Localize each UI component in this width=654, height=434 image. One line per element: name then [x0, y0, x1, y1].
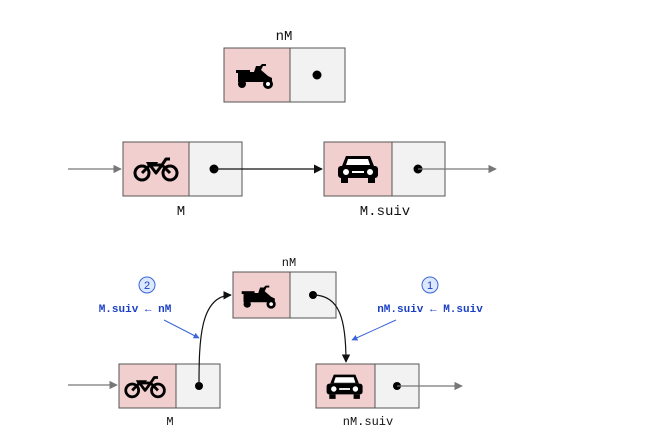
- step2-number: 2: [144, 280, 150, 292]
- top-new-node-pointer-dot: [312, 70, 322, 80]
- step2-badge: [138, 276, 156, 294]
- link-new-node-to-next: [312, 294, 351, 363]
- top-new-node: [223, 47, 346, 103]
- step1-number: 1: [427, 280, 433, 292]
- step1-badge: [421, 276, 439, 294]
- step1-pointer-arrow: [351, 319, 397, 341]
- bottom-new-node: [232, 271, 337, 319]
- bottom-new-node-label: nM: [282, 256, 296, 270]
- link-m-to-new-node: [198, 291, 232, 387]
- step1-text: nM.suiv ← M.suiv: [377, 304, 483, 316]
- middle-node-m-data-cell: [122, 141, 190, 197]
- bottom-node-m-label: M: [166, 415, 173, 429]
- step2-pointer-arrow: [163, 319, 200, 339]
- middle-node-m-label: M: [177, 204, 185, 220]
- step2-text: M.suiv ← nM: [99, 304, 172, 316]
- bottom-node-next-label: nM.suiv: [343, 415, 393, 429]
- middle-node-next-label: M.suiv: [360, 204, 410, 220]
- top-new-node-label: nM: [276, 29, 293, 45]
- bottom-node-m: [118, 363, 221, 409]
